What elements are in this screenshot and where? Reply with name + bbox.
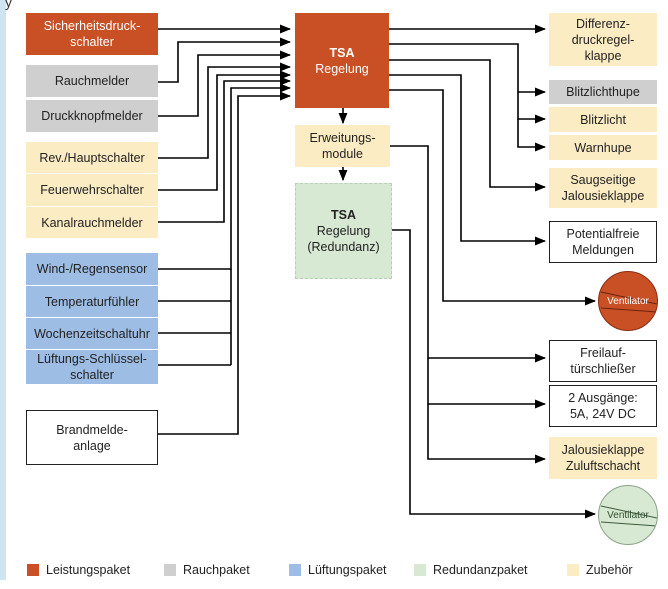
output-saugseitige-jalousieklappe: Saugseitige Jalousieklappe bbox=[549, 168, 657, 208]
output-potentialfreie-meldungen: Potentialfreie Meldungen bbox=[549, 221, 657, 263]
wire-rauchmelder bbox=[158, 37, 292, 83]
wire-brandmelde bbox=[158, 91, 292, 435]
output-freilauftuerschliesser: Freilauf- türschließer bbox=[549, 340, 657, 382]
ventilator-1-label: Ventilator bbox=[607, 295, 649, 307]
fan-blade-lines bbox=[600, 505, 657, 527]
tsa-title: TSA bbox=[329, 45, 355, 60]
wire-wind bbox=[158, 83, 292, 270]
wire-revschalter bbox=[158, 62, 292, 159]
wire-potentialfrei bbox=[388, 74, 547, 246]
input-lueftungs-schluesselschalter: Lüftungs-Schlüssel- schalter bbox=[26, 350, 158, 384]
output-warnhupe: Warnhupe bbox=[549, 135, 657, 160]
tsa-regelung: TSA Regelung bbox=[295, 13, 389, 108]
output-ausgaenge: 2 Ausgänge: 5A, 24V DC bbox=[549, 385, 657, 427]
wire-blitzlicht bbox=[517, 92, 547, 124]
legend-redundanzpaket: Redundanzpaket bbox=[414, 563, 528, 577]
input-rauchmelder: Rauchmelder bbox=[26, 65, 158, 97]
legend-swatch-leistungspaket bbox=[27, 564, 39, 576]
output-blitzlicht: Blitzlicht bbox=[549, 107, 657, 132]
wire-blitzlichthupe bbox=[388, 43, 547, 97]
wire-kanalrauchmelder bbox=[158, 76, 292, 223]
input-kanalrauchmelder: Kanalrauchmelder bbox=[26, 207, 158, 238]
input-sicherheitsdruckschalter: Sicherheitsdruck- schalter bbox=[26, 13, 158, 55]
input-temperaturfuehler: Temperaturfühler bbox=[26, 286, 158, 317]
input-wind-regensensor: Wind-/Regensensor bbox=[26, 253, 158, 285]
ventilator-2-label: Ventilator bbox=[607, 509, 649, 521]
erweiterungsmodule: Erweitungs- module bbox=[295, 125, 390, 167]
legend-label-rauchpaket: Rauchpaket bbox=[183, 563, 250, 577]
legend-swatch-redundanzpaket bbox=[414, 564, 426, 576]
tsa-subtitle: Regelung bbox=[315, 61, 369, 76]
legend-label-zubehoer: Zubehör bbox=[586, 563, 633, 577]
wire-warnhupe bbox=[517, 119, 547, 152]
wire-ausgaenge bbox=[427, 358, 547, 409]
output-differenzdruckregelklappe: Differenz- druckregel- klappe bbox=[549, 13, 657, 66]
legend-label-leistungspaket: Leistungspaket bbox=[46, 563, 131, 577]
output-blitzlichthupe: Blitzlichthupe bbox=[549, 80, 657, 104]
output-jalousieklappe-zuluftschacht: Jalousieklappe Zuluftschacht bbox=[549, 437, 657, 479]
input-brandmeldeanlage: Brandmelde- anlage bbox=[26, 410, 158, 465]
ventilator-1-icon: Ventilator bbox=[598, 271, 658, 331]
legend-label-redundanzpaket: Redundanzpaket bbox=[433, 563, 528, 577]
tsa-redundant-subtitle: Regelung (Redundanz) bbox=[307, 224, 380, 254]
wire-ventilator-1 bbox=[388, 89, 597, 306]
ventilator-2-icon: Ventilator bbox=[598, 485, 658, 545]
wire-druckknopfmelder bbox=[158, 50, 292, 117]
tsa-regelung-redundanz: TSA Regelung (Redundanz) bbox=[295, 183, 392, 279]
input-druckknopfmelder: Druckknopfmelder bbox=[26, 100, 158, 132]
legend-leistungspaket: Leistungspaket bbox=[27, 563, 130, 577]
fan-blade-lines bbox=[600, 291, 657, 313]
legend-swatch-lueftungspaket bbox=[289, 564, 301, 576]
wire-ventilator-2 bbox=[392, 229, 597, 519]
input-rev-hauptschalter: Rev./Hauptschalter bbox=[26, 142, 158, 173]
wire-freilauf bbox=[390, 145, 547, 363]
left-frame-bar bbox=[0, 0, 6, 580]
legend-lueftungspaket: Lüftungspaket bbox=[289, 563, 387, 577]
input-feuerwehrschalter: Feuerwehrschalter bbox=[26, 174, 158, 206]
legend-label-lueftungspaket: Lüftungspaket bbox=[308, 563, 387, 577]
legend-swatch-zubehoer bbox=[567, 564, 579, 576]
legend-rauchpaket: Rauchpaket bbox=[164, 563, 250, 577]
wire-saugseitig bbox=[388, 59, 547, 192]
corner-mark: y bbox=[5, 0, 12, 10]
legend-swatch-rauchpaket bbox=[164, 564, 176, 576]
legend-zubehoer: Zubehör bbox=[567, 563, 633, 577]
input-wochenzeitschaltuhr: Wochenzeitschaltuhr bbox=[26, 318, 158, 349]
wire-feuerwehrschalter bbox=[158, 70, 292, 191]
tsa-redundant-title: TSA bbox=[331, 208, 356, 222]
wire-jalousie-zuluft bbox=[427, 404, 547, 464]
